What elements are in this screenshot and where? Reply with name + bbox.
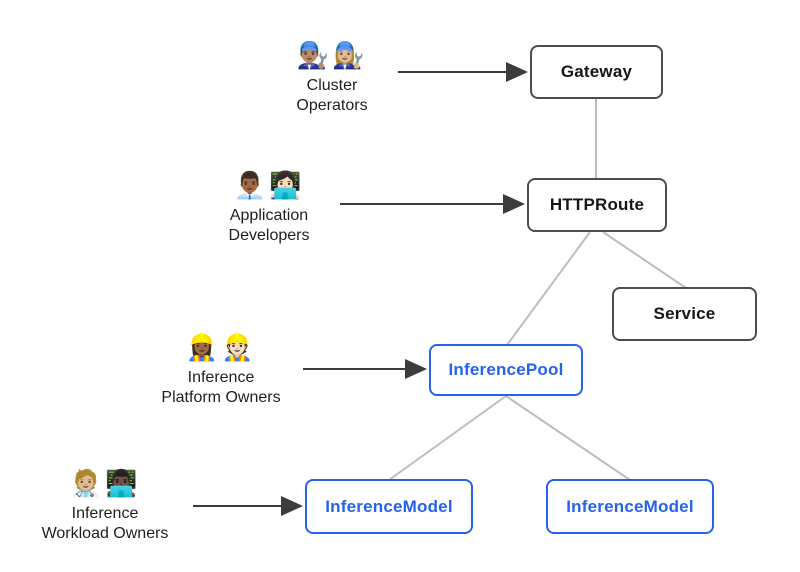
node-inferencemodel-left: InferenceModel (305, 479, 473, 534)
node-httproute: HTTPRoute (527, 178, 667, 232)
persona-application-developers: 👨🏾‍💼👩🏻‍💻 Application Developers (229, 170, 310, 246)
persona-cluster-operators: 👨🏽‍🔧👩🏼‍🔧 Cluster Operators (296, 40, 367, 116)
inference-platform-owners-emoji-icon: 👷🏾‍♀️👷🏻 (185, 332, 257, 362)
inference-workload-owners-label: Inference Workload Owners (41, 505, 169, 543)
cluster-operators-label: Cluster Operators (296, 77, 368, 115)
edge-inferencepool-im-right (505, 395, 631, 481)
node-inferencepool: InferencePool (429, 344, 583, 396)
edge-inferencepool-im-left (388, 395, 507, 481)
node-gateway: Gateway (530, 45, 663, 99)
inference-workload-owners-emoji-icon: 🧑🏼‍⚕️👨🏿‍💻 (69, 468, 141, 498)
persona-inference-workload-owners: 🧑🏼‍⚕️👨🏿‍💻 Inference Workload Owners (42, 468, 169, 544)
node-inferencemodel-right: InferenceModel (546, 479, 714, 534)
application-developers-emoji-icon: 👨🏾‍💼👩🏻‍💻 (233, 170, 305, 200)
node-inferencemodel-left-label: InferenceModel (325, 496, 453, 516)
node-gateway-label: Gateway (560, 62, 633, 81)
edge-httproute-inferencepool (506, 231, 591, 346)
node-inferencepool-label: InferencePool (448, 360, 564, 379)
node-inferencemodel-right-label: InferenceModel (566, 496, 694, 516)
persona-inference-platform-owners: 👷🏾‍♀️👷🏻 Inference Platform Owners (161, 332, 280, 408)
cluster-operators-emoji-icon: 👨🏽‍🔧👩🏼‍🔧 (296, 40, 368, 70)
node-service: Service (612, 287, 757, 341)
node-service-label: Service (653, 304, 716, 323)
inference-platform-owners-label: Inference Platform Owners (161, 369, 281, 407)
application-developers-label: Application Developers (228, 207, 310, 245)
edge-httproute-service (602, 231, 687, 289)
node-httproute-label: HTTPRoute (549, 195, 645, 214)
